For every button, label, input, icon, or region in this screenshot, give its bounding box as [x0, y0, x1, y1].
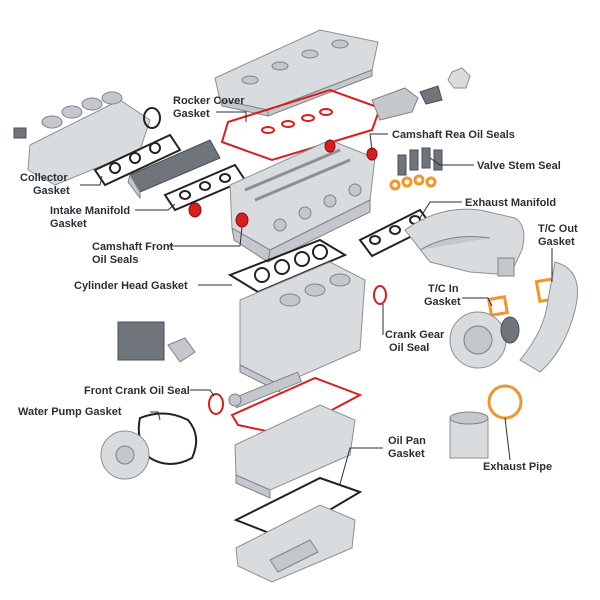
collector-oring [143, 107, 161, 129]
exhaust-pipe-gasket [487, 384, 523, 420]
oil-pan [235, 504, 356, 583]
label-exhaust-pipe: Exhaust Pipe [483, 461, 552, 473]
label-rocker-cover-1: Rocker Cover [173, 95, 245, 107]
collector [27, 91, 151, 186]
label-water-pump-gasket: Water Pump Gasket [18, 406, 122, 418]
label-crank-gear-1: Crank Gear [385, 329, 445, 341]
rocker-cover-gasket [220, 88, 382, 162]
valve-stem-seals [389, 147, 443, 191]
camshaft-front-oil-seals [188, 202, 249, 228]
rocker-arms [371, 85, 443, 121]
oil-cap [447, 67, 471, 89]
exhaust-manifold [404, 208, 525, 277]
crank-gear-oil-seal [373, 285, 387, 305]
collector-gasket [93, 133, 182, 187]
camshaft-rear-oil-seals [324, 139, 378, 161]
tc-in-gasket [486, 294, 510, 318]
label-intake-manifold-2: Gasket [50, 218, 87, 230]
water-pump-housing [117, 321, 196, 363]
exhaust-pipe [449, 411, 489, 459]
label-tc-in-1: T/C In [428, 283, 459, 295]
turbocharger [449, 311, 520, 369]
label-tc-out-1: T/C Out [538, 223, 578, 235]
label-camshaft-front-1: Camshaft Front [92, 241, 174, 253]
part-labels: Rocker Cover Gasket Camshaft Rea Oil Sea… [18, 95, 578, 473]
cylinder-head-gasket [227, 238, 348, 294]
label-collector-2: Gasket [33, 185, 70, 197]
label-cylinder-head-gasket: Cylinder Head Gasket [74, 280, 188, 292]
bedplate [234, 404, 356, 499]
water-pump [100, 430, 150, 480]
label-oil-pan-1: Oil Pan [388, 435, 426, 447]
cylinder-head [229, 139, 376, 263]
crankshaft [228, 371, 302, 409]
downpipe [519, 261, 578, 373]
label-crank-gear-2: Oil Seal [389, 342, 429, 354]
label-exhaust-manifold: Exhaust Manifold [465, 197, 556, 209]
label-camshaft-rear-oil-seals: Camshaft Rea Oil Seals [392, 129, 515, 141]
label-intake-manifold-1: Intake Manifold [50, 205, 130, 217]
leader-lines [80, 111, 553, 485]
label-front-crank-oil-seal: Front Crank Oil Seal [84, 385, 190, 397]
intake-manifold [127, 139, 221, 200]
label-tc-out-2: Gasket [538, 236, 575, 248]
label-valve-stem-seal: Valve Stem Seal [477, 160, 561, 172]
front-crank-oil-seal [208, 393, 224, 415]
label-tc-in-2: Gasket [424, 296, 461, 308]
label-rocker-cover-2: Gasket [173, 108, 210, 120]
collector-small-part [13, 127, 27, 139]
label-collector-1: Collector [20, 172, 68, 184]
label-oil-pan-2: Gasket [388, 448, 425, 460]
label-camshaft-front-2: Oil Seals [92, 254, 138, 266]
